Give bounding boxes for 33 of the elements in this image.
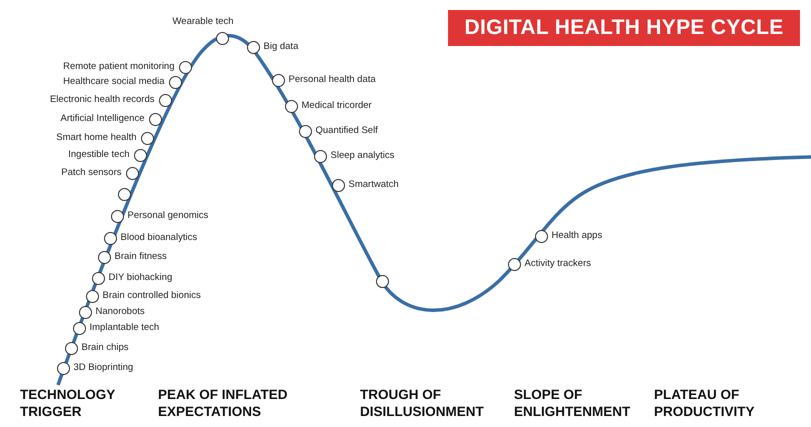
technology-label: Patch sensors — [61, 166, 122, 178]
technology-label: Electronic health records — [50, 94, 154, 106]
technology-label: Medical tricorder — [302, 100, 372, 112]
technology-label: Ingestible tech — [68, 148, 130, 160]
technology-label: Big data — [264, 40, 298, 52]
technology-label: Smartwatch — [348, 178, 399, 190]
title-banner: DIGITAL HEALTH HYPE CYCLE — [448, 10, 800, 46]
technology-label: Quantified Self — [316, 124, 378, 136]
technology-label: Activity trackers — [524, 258, 592, 270]
technology-label: Smart home health — [56, 132, 136, 144]
technology-label: Brain chips — [82, 342, 128, 354]
technology-label: Implantable tech — [90, 322, 160, 334]
technology-label: Brain controlled bionics — [102, 290, 201, 302]
phase-label: PLATEAU OF PRODUCTIVITY — [654, 386, 756, 420]
technology-label: Personal genomics — [128, 210, 208, 222]
technology-label: Blood bioanalytics — [120, 232, 198, 244]
technology-label: Personal health data — [288, 74, 376, 86]
phase-label: SLOPE OF ENLIGHTENMENT — [514, 386, 632, 420]
technology-label: DIY biohacking — [108, 272, 172, 284]
milestone-marker — [118, 188, 130, 200]
technology-label: Health apps — [552, 230, 602, 242]
technology-label: Remote patient monitoring — [63, 60, 174, 72]
milestone-marker — [376, 274, 388, 288]
technology-label: Wearable tech — [172, 16, 234, 28]
technology-label: Sleep analytics — [330, 150, 394, 162]
phase-label: PEAK OF INFLATED EXPECTATIONS — [158, 386, 288, 420]
technology-label: Brain fitness — [114, 250, 167, 262]
phase-label: TROUGH OF DISILLUSIONMENT — [360, 386, 485, 420]
phase-label: TECHNOLOGY TRIGGER — [20, 386, 116, 420]
technology-label: Healthcare social media — [63, 76, 164, 88]
technology-label: 3D Bioprinting — [74, 362, 134, 374]
technology-label: Artificial Intelligence — [60, 112, 144, 124]
technology-label: Nanorobots — [96, 306, 145, 318]
